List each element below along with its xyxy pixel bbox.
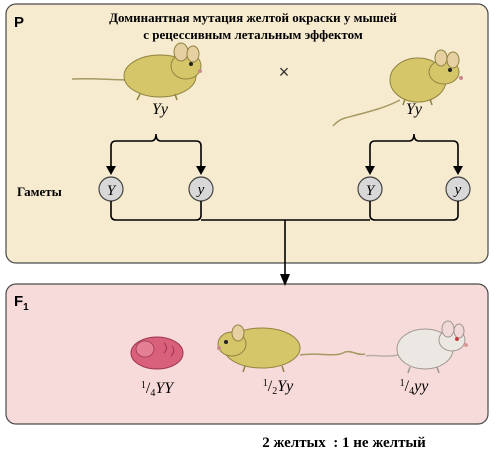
- arrowhead: [106, 166, 116, 175]
- gametes-label: Гаметы: [17, 184, 62, 199]
- offspring-generation-label: F1: [14, 293, 29, 313]
- lethal-embryo: [130, 336, 184, 370]
- offspring-yellow-mouse: [217, 324, 366, 373]
- left-parent-genotype: Yy: [152, 101, 169, 118]
- gamete-circle: y: [445, 176, 471, 202]
- offspring-white-mouse: [365, 320, 468, 374]
- right-gamete-brace: [369, 133, 459, 168]
- phenotype-ratio: 2 желтых : 1 не желтый: [262, 435, 426, 451]
- left-gamete-brace: [110, 133, 202, 168]
- svg-text:y: y: [453, 182, 462, 198]
- parent-panel: [5, 3, 489, 264]
- svg-text:y: y: [196, 182, 205, 198]
- arrowhead: [365, 166, 375, 175]
- gamete-circle: y: [188, 176, 214, 202]
- offspring-genotype-heterozygous: 1/2Yy: [263, 378, 294, 397]
- left-parent-mouse: [71, 42, 202, 101]
- gamete-circle: Y: [357, 176, 383, 202]
- right-parent-genotype: Yy: [406, 101, 423, 118]
- parent-generation-label: P: [14, 14, 24, 31]
- gamete-circle: Y: [98, 176, 124, 202]
- cross-symbol: ×: [279, 62, 290, 82]
- diagram-title-line1: Доминантная мутация желтой окраски у мыш…: [109, 10, 397, 25]
- offspring-genotype-recessive: 1/4yy: [400, 378, 430, 397]
- svg-text:Y: Y: [366, 183, 376, 199]
- right-parent-mouse: [332, 49, 463, 127]
- arrowhead: [280, 274, 290, 286]
- offspring-genotype-yy-dominant: 1/4YY: [141, 380, 175, 399]
- arrowhead: [453, 166, 463, 175]
- svg-text:Y: Y: [107, 183, 117, 199]
- diagram-title-line2: с рецессивным летальным эффектом: [143, 27, 363, 42]
- arrowhead: [196, 166, 206, 175]
